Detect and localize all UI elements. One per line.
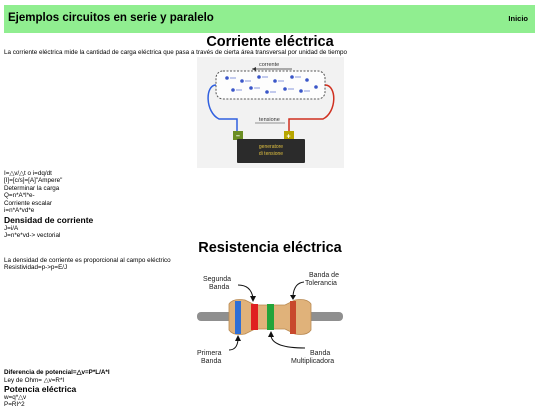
arrow-segunda [237, 284, 254, 299]
arrow-segunda-head [250, 296, 256, 302]
formula-line: w=q*△v [4, 394, 27, 401]
arrow-mult [270, 335, 306, 349]
minus-sign: – [236, 133, 240, 140]
resistor-diagram: Segunda Banda Banda de Tolerancia Primer… [193, 268, 348, 370]
electrons [225, 75, 318, 94]
electron-arrows [230, 76, 310, 93]
positive-terminal [284, 131, 294, 140]
conductor-shape [215, 70, 326, 100]
voltage-label: tensione [259, 117, 280, 123]
circuit-diagram: corrente tensione – + generatore di tens… [197, 57, 344, 168]
formula-line: Corriente escalar [4, 199, 52, 207]
formula-line: J=n*e*vd-> vectorial [4, 232, 61, 240]
resistencia-intro: La densidad de corriente es proporcional… [4, 257, 171, 264]
positive-wire [288, 84, 335, 135]
arrow-primera [228, 339, 239, 351]
arrow-tolerancia [292, 281, 305, 297]
corriente-intro: La corriente eléctrica mide la cantidad … [4, 49, 348, 56]
left-lead [197, 312, 237, 321]
arrow-primera-head [235, 335, 241, 341]
densidad-heading: Densidad de corriente [4, 215, 94, 225]
densidad-formulas: J=i/A J=n*e*vd-> vectorial [4, 225, 60, 240]
current-arrow-head [252, 67, 256, 71]
formula-line: I=△v/△t o i=dq/dt [4, 170, 52, 177]
ohm-law-line: Ley de Ohm= △v=R*I [4, 377, 65, 384]
top-nav-bar: Ejemplos circuitos en serie y paralelo I… [4, 5, 535, 33]
potencia-formulas: w=q*△v P=RI^2 [4, 394, 26, 409]
label-segunda-2: Banda [209, 284, 229, 291]
arrow-tolerancia-head [290, 295, 296, 300]
label-tolerancia-2: Tolerancia [305, 280, 337, 287]
formula-line: Determinar la carga [4, 184, 60, 192]
first-band [235, 301, 241, 334]
potencia-heading: Potencia eléctrica [4, 384, 77, 394]
label-mult-2: Multiplicadora [291, 358, 334, 365]
second-band [251, 304, 258, 330]
nav-home-link[interactable]: Inicio [508, 14, 528, 23]
current-label: corrente [259, 62, 279, 68]
label-segunda-1: Segunda [203, 276, 231, 283]
label-mult-1: Banda [310, 350, 330, 357]
resistividad-line: Resistividad=p->p=E/J [4, 264, 68, 271]
potential-difference-line: Diferencia de potencial=△v=P*L/A*I [4, 369, 110, 376]
formula-line: [I]=[c/s]=[A]"Ampere" [4, 177, 63, 185]
right-lead [303, 312, 343, 321]
arrow-mult-head [268, 331, 274, 337]
multiplier-band [267, 304, 274, 330]
label-primera-1: Primera [197, 350, 222, 357]
formula-line: i=n*A*vd*e [4, 207, 35, 215]
label-primera-2: Banda [201, 358, 221, 365]
resistencia-heading: Resistencia eléctrica [198, 240, 342, 256]
tolerance-band [290, 301, 296, 334]
plus-sign: + [287, 134, 291, 141]
label-tolerancia-1: Banda de [309, 272, 339, 279]
corriente-heading: Corriente eléctrica [206, 34, 334, 50]
generator-label-2: di tensione [259, 151, 283, 157]
formula-line: J=i/A [4, 225, 19, 232]
negative-wire [207, 84, 238, 135]
generator-body [237, 139, 305, 163]
formula-line: P=RI^2 [4, 401, 25, 409]
generator-label-1: generatore [259, 144, 283, 150]
negative-terminal [233, 131, 243, 140]
formula-line: Q=n*A*l*e- [4, 192, 35, 200]
site-title: Ejemplos circuitos en serie y paralelo [8, 12, 214, 24]
corriente-formulas: I=△v/△t o i=dq/dt [I]=[c/s]=[A]"Ampere" … [4, 170, 62, 214]
